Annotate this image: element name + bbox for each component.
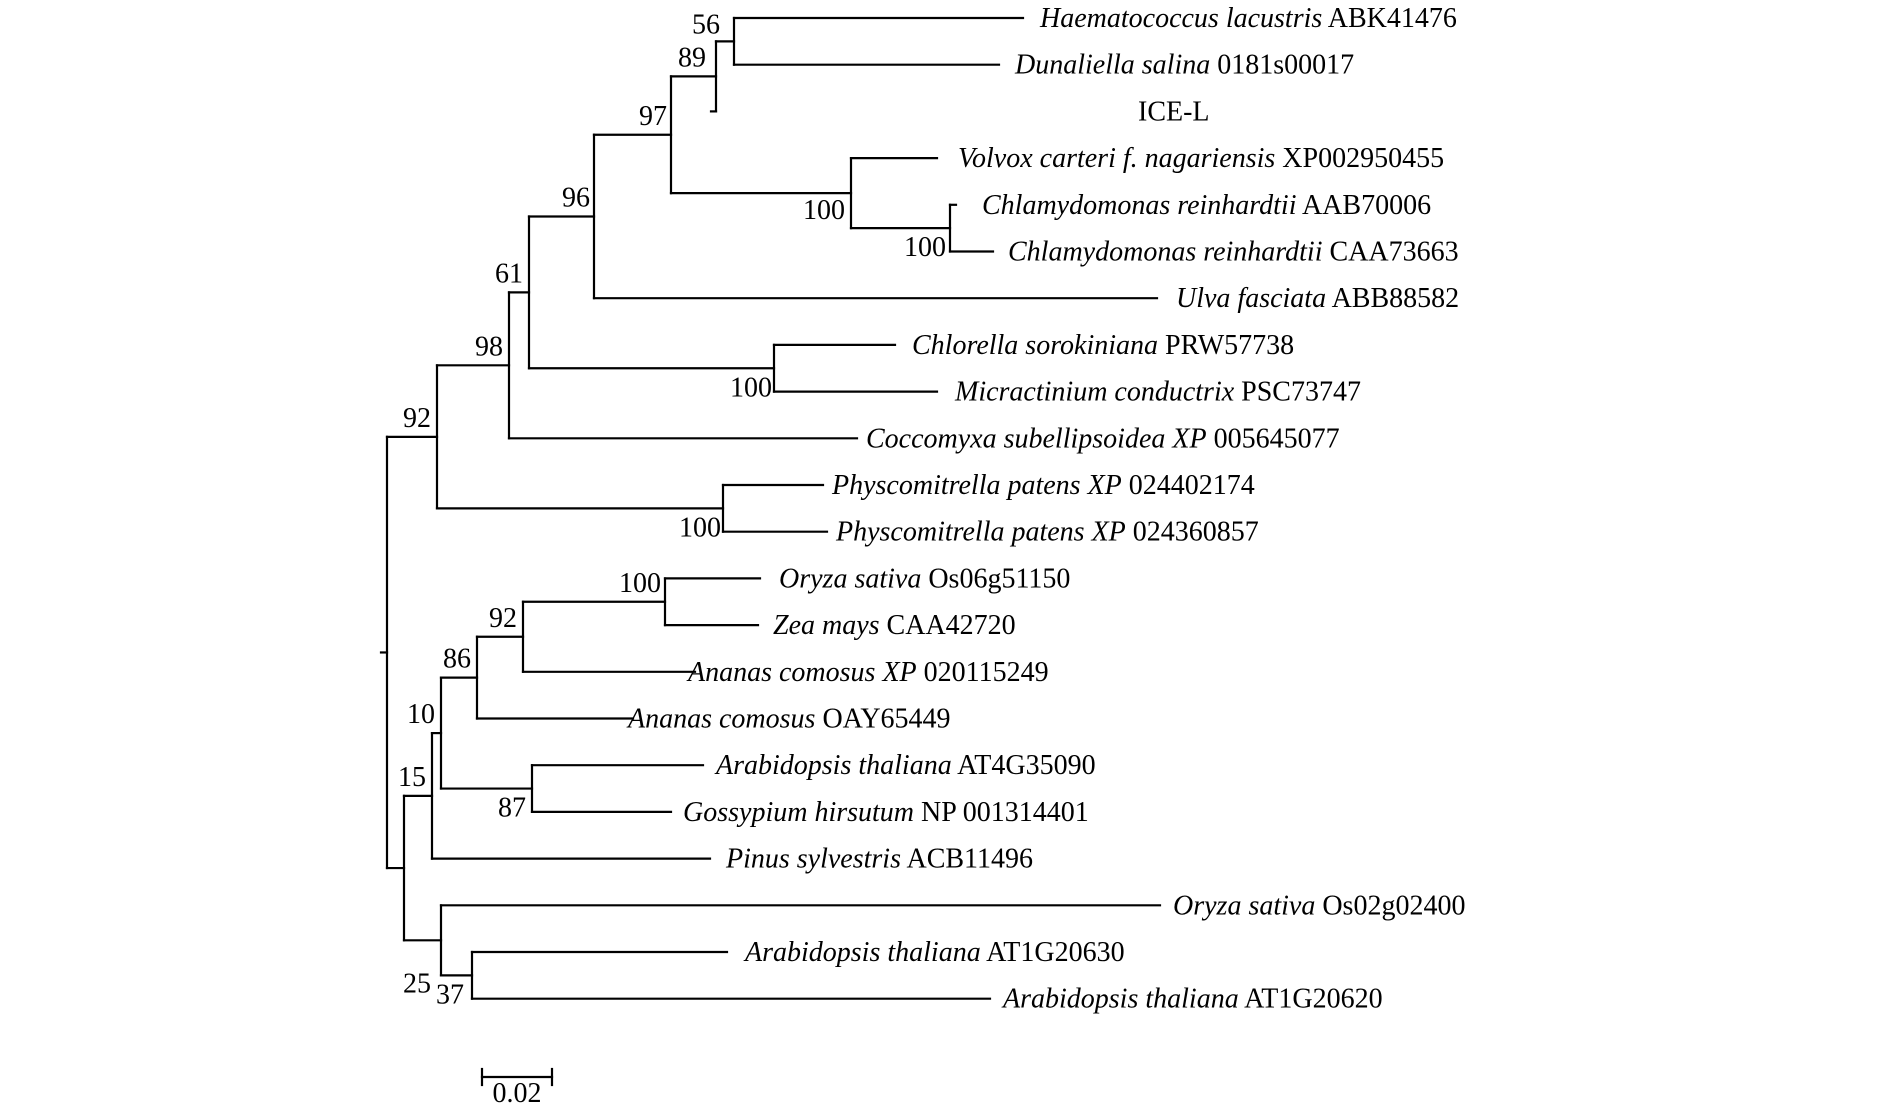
taxon-accession: Os06g51150 [928,563,1070,594]
taxon-species: Chlamydomonas reinhardtii [982,190,1296,221]
bootstrap-value: 10 [407,699,435,730]
taxon-accession: 024360857 [1133,517,1259,548]
taxon-accession: PSC73747 [1241,377,1361,408]
bootstrap-value: 87 [498,793,526,824]
taxon-accession: 020115249 [924,657,1049,688]
taxon-accession: Os02g02400 [1322,890,1465,921]
taxon-accession: ABK41476 [1328,3,1457,34]
taxon-accession: 024402174 [1129,470,1255,501]
taxon-label: Zea mays CAA42720 [773,610,1016,641]
taxon-species: Oryza sativa [779,563,921,594]
bootstrap-value: 96 [562,182,590,213]
taxon-accession: AAB70006 [1302,190,1431,221]
bootstrap-value: 100 [730,372,772,403]
taxon-label: Physcomitrella patens XP 024402174 [831,470,1255,501]
taxon-species: Physcomitrella patens XP [835,517,1126,548]
taxon-accession: ABB88582 [1332,283,1460,314]
taxon-label: Micractinium conductrix PSC73747 [954,377,1361,408]
bootstrap-value: 61 [495,258,523,289]
taxon-species: Ananas comosus [626,704,816,735]
taxon-label: Arabidopsis thaliana AT4G35090 [714,750,1096,781]
taxon-accession: AT1G20630 [986,937,1124,968]
taxon-species: Chlorella sorokiniana [912,330,1158,361]
taxon-label: Arabidopsis thaliana AT1G20630 [743,937,1125,968]
taxon-species: Pinus sylvestris [725,844,901,875]
taxon-accession: PRW57738 [1165,330,1294,361]
taxon-accession: NP 001314401 [921,797,1089,828]
taxon-species: Haematococcus lacustris [1039,3,1322,34]
taxon-label: Volvox carteri f. nagariensis XP00295045… [958,143,1444,174]
bootstrap-value: 89 [678,42,706,73]
bootstrap-value: 100 [679,512,721,543]
taxon-accession: ICE-L [1138,96,1210,127]
taxon-species: Dunaliella salina [1014,50,1210,81]
bootstrap-value: 92 [403,403,431,434]
taxon-species: Arabidopsis thaliana [743,937,981,968]
bootstrap-value: 97 [639,101,667,132]
taxon-label: Pinus sylvestris ACB11496 [725,844,1033,875]
taxon-species: Gossypium hirsutum [683,797,914,828]
taxon-species: Arabidopsis thaliana [1001,984,1239,1015]
bootstrap-value: 100 [619,568,661,599]
taxon-label: Arabidopsis thaliana AT1G20620 [1001,984,1383,1015]
taxon-species: Volvox carteri f. nagariensis [958,143,1275,174]
bootstrap-value: 92 [489,603,517,634]
taxon-label: Chlamydomonas reinhardtii CAA73663 [1008,237,1459,268]
taxon-accession: 0181s00017 [1217,50,1354,81]
bootstrap-value: 100 [904,232,946,263]
bootstrap-value: 15 [398,762,426,793]
scale-bar: 0.02 [480,1067,554,1106]
taxon-label: Coccomyxa subellipsoidea XP 005645077 [866,423,1340,454]
taxon-label: Oryza sativa Os06g51150 [779,563,1070,594]
bootstrap-value: 98 [475,331,503,362]
taxon-label: ICE-L [1138,96,1210,127]
taxon-species: Zea mays [773,610,880,641]
taxon-label: Chlamydomonas reinhardtii AAB70006 [982,190,1431,221]
bootstrap-value: 37 [436,979,464,1010]
taxon-label: Ananas comosus OAY65449 [626,704,951,735]
taxon-label: Physcomitrella patens XP 024360857 [835,517,1259,548]
taxon-accession: CAA73663 [1329,237,1458,268]
taxon-accession: AT1G20620 [1244,984,1382,1015]
taxon-species: Oryza sativa [1173,890,1315,921]
taxon-label: Gossypium hirsutum NP 001314401 [683,797,1089,828]
taxon-species: Ananas comosus XP [686,657,917,688]
taxon-accession: CAA42720 [887,610,1016,641]
scale-bar-label: 0.02 [493,1078,542,1106]
taxon-label: Ulva fasciata ABB88582 [1176,283,1459,314]
taxon-species: Coccomyxa subellipsoidea XP [866,423,1207,454]
taxon-species: Physcomitrella patens XP [831,470,1122,501]
taxon-accession: AT4G35090 [957,750,1095,781]
taxon-accession: ACB11496 [906,844,1033,875]
taxon-label: Dunaliella salina 0181s00017 [1014,50,1354,81]
bootstrap-value: 56 [692,9,720,40]
taxon-accession: 005645077 [1214,423,1340,454]
taxon-species: Ulva fasciata [1176,283,1326,314]
taxon-species: Arabidopsis thaliana [714,750,952,781]
taxon-label: Haematococcus lacustris ABK41476 [1039,3,1457,34]
taxon-accession: OAY65449 [822,704,950,735]
taxon-species: Chlamydomonas reinhardtii [1008,237,1322,268]
bootstrap-value: 25 [403,968,431,999]
bootstrap-value: 86 [443,644,471,675]
taxon-label: Oryza sativa Os02g02400 [1173,890,1465,921]
taxon-label: Ananas comosus XP 020115249 [686,657,1049,688]
taxon-species: Micractinium conductrix [954,377,1235,408]
taxon-labels: Haematococcus lacustris ABK41476Dunaliel… [626,3,1465,1015]
tree-branches [379,16,1162,1000]
bootstrap-value: 100 [803,195,845,226]
taxon-accession: XP002950455 [1282,143,1444,174]
taxon-label: Chlorella sorokiniana PRW57738 [912,330,1294,361]
